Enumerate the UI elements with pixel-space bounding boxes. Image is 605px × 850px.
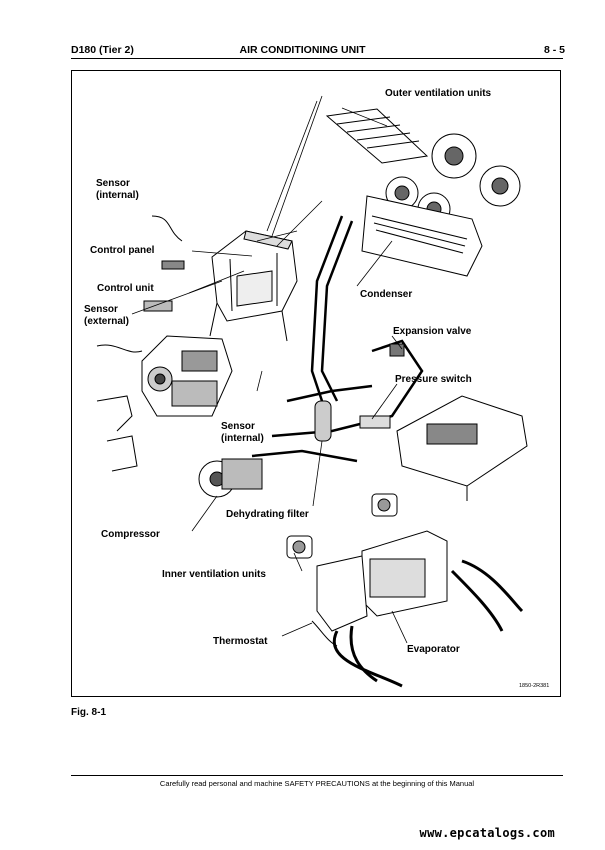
evaporator-housing-drawing — [396, 395, 528, 501]
footer-rule — [71, 775, 563, 776]
label-thermostat: Thermostat — [213, 636, 268, 647]
cab-drawing — [209, 230, 298, 342]
label-control-panel: Control panel — [90, 245, 155, 256]
sensor-internal-top-wire — [151, 215, 183, 242]
control-unit-part — [143, 300, 173, 312]
figure-code: 1850-2R381 — [519, 683, 550, 689]
air-conditioning-diagram — [96, 95, 528, 688]
label-sensor-internal-top: Sensor (internal) — [96, 178, 139, 201]
header-rule — [71, 58, 563, 59]
label-sensor-internal-mid: Sensor (internal) — [221, 421, 264, 444]
figure-frame — [71, 70, 561, 697]
outer-grille — [325, 108, 429, 164]
bracket-drawing — [96, 395, 138, 472]
pressure-switch-part — [359, 415, 391, 429]
engine-drawing — [141, 335, 233, 417]
header-section-title: AIR CONDITIONING UNIT — [239, 44, 366, 56]
watermark: www.epcatalogs.com — [419, 826, 555, 840]
leader-lines — [131, 95, 408, 644]
inner-blower-units — [286, 493, 398, 559]
evaporator-drawing — [316, 530, 448, 632]
label-pressure-switch: Pressure switch — [395, 374, 472, 385]
label-outer-ventilation-units: Outer ventilation units — [385, 88, 492, 99]
thermostat-part — [311, 620, 338, 647]
label-control-unit: Control unit — [97, 283, 154, 294]
label-evaporator: Evaporator — [407, 644, 460, 655]
label-sensor-external: Sensor (external) — [84, 304, 130, 327]
label-expansion-valve: Expansion valve — [393, 326, 472, 337]
footer-safety-note: Carefully read personal and machine SAFE… — [159, 779, 475, 788]
condenser-drawing — [361, 195, 483, 277]
label-inner-ventilation-units: Inner ventilation units — [162, 569, 266, 580]
header-page-number: 8 - 5 — [543, 44, 565, 56]
figure-caption: Fig. 8-1 — [71, 707, 107, 718]
label-compressor: Compressor — [101, 529, 160, 540]
compressor-drawing — [198, 458, 263, 498]
label-dehydrating-filter: Dehydrating filter — [226, 509, 309, 520]
control-panel-part — [161, 260, 185, 270]
sensor-external-wire — [96, 344, 143, 353]
label-condenser: Condenser — [360, 289, 413, 300]
evaporator-hoses — [332, 559, 524, 688]
header-model: D180 (Tier 2) — [71, 44, 134, 56]
expansion-valve-part — [389, 343, 405, 357]
dehydrating-filter-part — [314, 400, 332, 442]
